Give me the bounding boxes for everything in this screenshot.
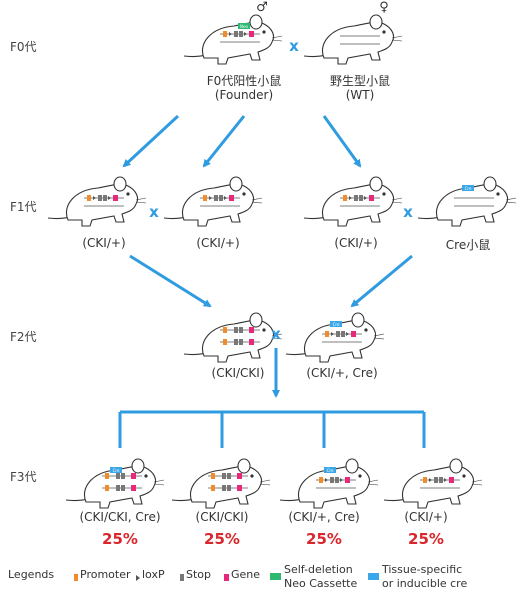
mouse-f3-2 <box>171 458 271 509</box>
label-f2-2: (CKI/+, Cre) <box>306 366 378 380</box>
label-f0-wt-line2: (WT) <box>345 88 375 102</box>
label-f1-2: (CKI/+) <box>196 236 240 250</box>
arrow-f1-f2-2 <box>350 254 413 308</box>
legend-title: Legends <box>8 568 55 581</box>
legend-neo-line2: Neo Cassette <box>284 577 358 590</box>
loxp-triangle-icon <box>136 575 140 581</box>
mouse-f2-2 <box>285 312 385 363</box>
mouse-f1-cre <box>417 176 516 227</box>
gen-label-f3: F3代 <box>10 470 37 484</box>
mouse-f1-2 <box>163 176 263 227</box>
arrow-f0-f1-1 <box>122 114 180 168</box>
mouse-f1-3 <box>303 176 403 227</box>
label-f3-3: (CKI/+, Cre) <box>288 510 360 524</box>
mouse-f0-wt <box>303 14 403 65</box>
label-f1-1: (CKI/+) <box>82 236 126 250</box>
label-f1-cre: Cre小鼠 <box>445 238 491 252</box>
legend-gene: Gene <box>231 568 261 581</box>
arrow-f1-f2-1 <box>129 254 212 308</box>
cross-symbol-f0: x <box>289 37 299 55</box>
arrow-f0-f1-3 <box>322 115 362 168</box>
label-f3-2: (CKI/CKI) <box>195 510 249 524</box>
cre-box-icon <box>368 573 379 580</box>
mouse-f3-4 <box>383 458 483 509</box>
percentage-f3-1: 25% <box>102 530 138 548</box>
mouse-f3-1 <box>65 458 165 509</box>
legend-cre-line1: Tissue-specific <box>382 563 463 576</box>
promoter-swatch-icon <box>74 574 78 581</box>
percentage-f3-3: 25% <box>306 530 342 548</box>
label-f0-founder-line1: F0代阳性小鼠 <box>206 74 282 88</box>
neo-box-icon <box>270 573 281 580</box>
male-symbol-icon: ♂ <box>256 0 268 15</box>
gene-swatch-icon <box>224 574 229 581</box>
arrow-f0-f1-2 <box>202 115 246 168</box>
mouse-f1-1 <box>47 176 147 227</box>
gen-label-f1: F1代 <box>10 200 37 214</box>
percentage-f3-2: 25% <box>204 530 240 548</box>
legend-loxp: loxP <box>142 568 165 581</box>
cross-symbol-f1-right: x <box>403 203 413 221</box>
label-f0-wt-line1: 野生型小鼠 <box>329 74 391 88</box>
label-f0-founder-line2: (Founder) <box>214 88 274 102</box>
mouse-f0-founder <box>183 14 283 65</box>
female-symbol-icon: ♀ <box>379 0 389 15</box>
gen-label-f0: F0代 <box>10 40 37 54</box>
label-f3-1: (CKI/CKI, Cre) <box>79 510 161 524</box>
stop-swatch-icon <box>180 574 184 581</box>
label-f2-1: (CKI/CKI) <box>211 366 265 380</box>
f3-bracket <box>118 410 426 448</box>
mouse-f3-3 <box>279 458 379 509</box>
legend-neo-line1: Self-deletion <box>284 563 353 576</box>
percentage-f3-4: 25% <box>408 530 444 548</box>
gen-label-f2: F2代 <box>10 330 37 344</box>
label-f1-3: (CKI/+) <box>334 236 378 250</box>
cross-symbol-f1-left: x <box>149 203 159 221</box>
legend-promoter: Promoter <box>80 568 131 581</box>
label-f3-4: (CKI/+) <box>404 510 448 524</box>
legend-stop: Stop <box>186 568 212 581</box>
legend-swatches <box>74 573 379 581</box>
cross-symbol-f2: x <box>271 325 281 343</box>
legend-cre-line2: or inducible cre <box>382 577 468 590</box>
mouse-f2-1 <box>183 312 283 363</box>
